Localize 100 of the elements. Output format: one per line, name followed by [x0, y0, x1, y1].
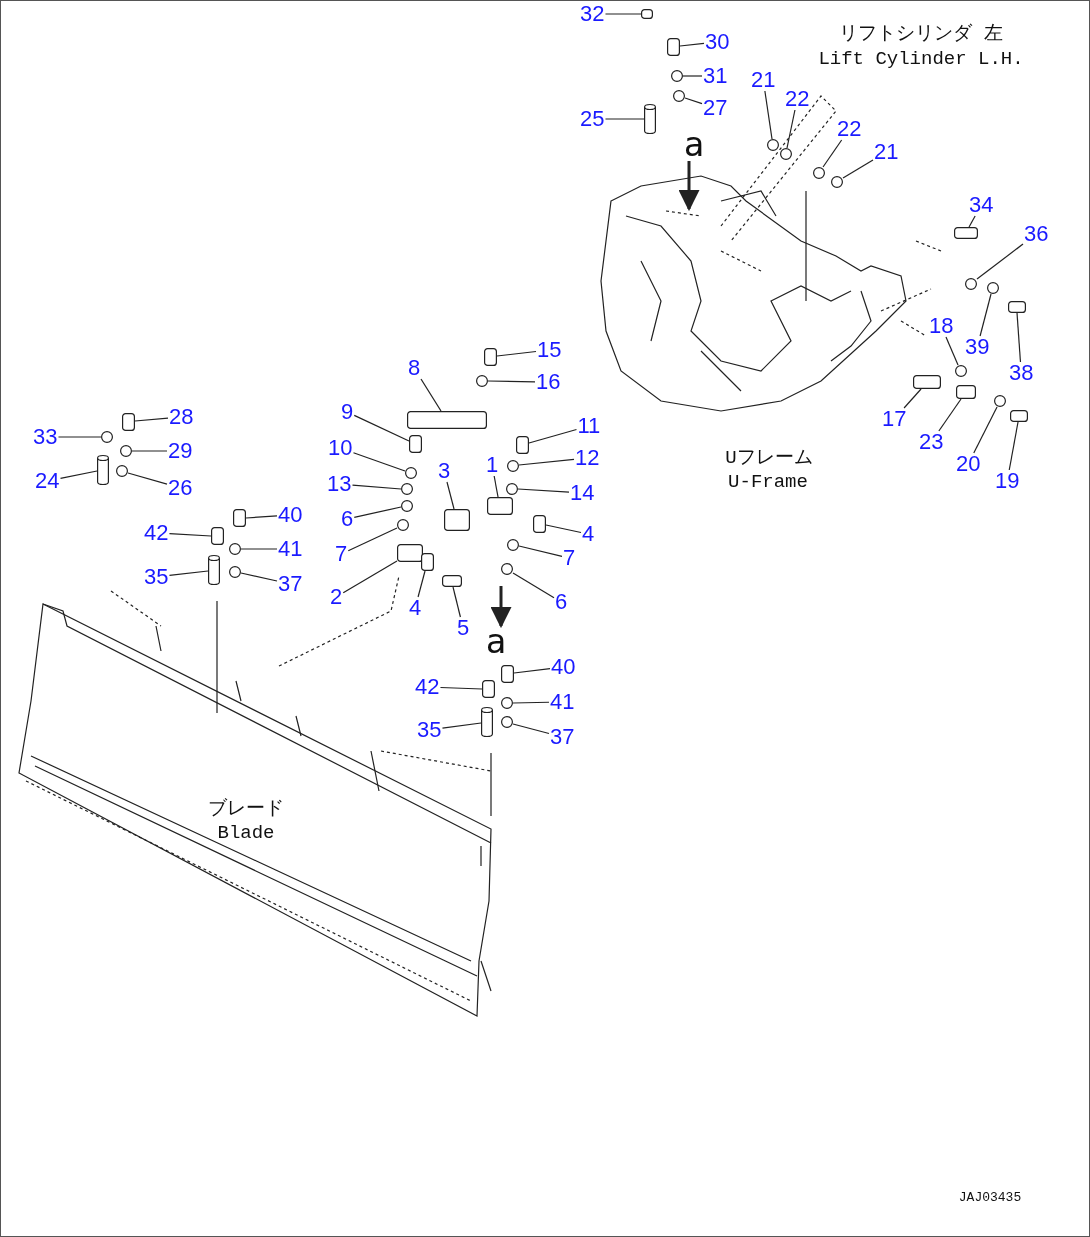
callout-number: 39: [964, 336, 991, 358]
part-drawing: [501, 563, 513, 576]
part-drawing: [1010, 410, 1029, 422]
leader-line: [417, 570, 426, 598]
callout-number: 26: [167, 477, 194, 499]
callout-number: 3: [437, 460, 452, 482]
leader-line: [682, 75, 703, 77]
leader-line: [134, 417, 169, 422]
callout-number: 14: [569, 482, 596, 504]
callout-number: 41: [277, 538, 304, 560]
callout-number: 21: [750, 69, 777, 91]
leader-line: [979, 293, 992, 337]
part-drawing: [443, 509, 470, 531]
part-drawing: [913, 375, 942, 389]
part-drawing: [409, 435, 422, 454]
part-label: リフトシリンダ 左: [839, 23, 1003, 45]
callout-number: 41: [549, 691, 576, 713]
part-drawing: [831, 175, 843, 188]
part-drawing: [673, 90, 685, 102]
leader-line: [604, 118, 645, 120]
part-drawing: [953, 227, 978, 239]
part-drawing: [406, 411, 487, 429]
callout-number: 6: [340, 508, 355, 530]
leader-line: [168, 570, 209, 577]
part-drawing: [484, 347, 497, 366]
callout-number: 32: [579, 3, 606, 25]
callout-number: 36: [1023, 223, 1050, 245]
callout-number: 2: [329, 586, 344, 608]
part-drawing: [507, 538, 519, 551]
leader-line: [452, 586, 461, 618]
leader-line: [518, 458, 575, 466]
callout-number: 7: [562, 547, 577, 569]
part-drawing: [420, 553, 434, 571]
callout-number: 34: [968, 194, 995, 216]
callout-number: 42: [143, 522, 170, 544]
part-drawing: [482, 680, 495, 699]
leader-line: [351, 484, 402, 490]
part-drawing: [101, 431, 113, 443]
callout-number: 7: [334, 543, 349, 565]
leader-line: [441, 722, 482, 729]
leader-line: [342, 560, 398, 594]
part-drawing: [954, 365, 967, 377]
part-drawing: [516, 435, 529, 454]
leader-line: [352, 452, 406, 472]
leader-line: [973, 406, 998, 454]
part-drawing: [641, 9, 653, 19]
callout-number: 23: [918, 431, 945, 453]
callout-number: 37: [549, 726, 576, 748]
callout-number: 38: [1008, 362, 1035, 384]
part-drawing: [397, 544, 423, 563]
callout-number: 5: [456, 617, 471, 639]
leader-line: [496, 350, 537, 357]
callout-number: 28: [168, 406, 195, 428]
part-drawing: [229, 543, 241, 555]
part-drawing: [766, 139, 779, 151]
part-drawing: [501, 697, 513, 710]
part-drawing: [1007, 301, 1026, 313]
leader-line: [938, 398, 962, 432]
leader-line: [679, 42, 705, 47]
leader-line: [245, 515, 278, 519]
leader-line: [512, 723, 550, 735]
callout-number: 33: [32, 426, 59, 448]
part-drawing: [401, 499, 413, 512]
part-drawing: [779, 148, 792, 160]
leader-line: [545, 524, 582, 534]
leader-line: [168, 533, 212, 537]
part-drawing: [644, 104, 656, 134]
callout-number: 31: [702, 65, 729, 87]
callout-number: 21: [873, 141, 900, 163]
callout-number: 25: [579, 108, 606, 130]
part-drawing: [120, 445, 132, 457]
part-drawing: [667, 37, 680, 56]
leader-line: [512, 701, 550, 704]
leader-line: [786, 109, 796, 149]
callout-number: 13: [326, 473, 353, 495]
callout-number: 15: [536, 339, 563, 361]
part-drawing: [476, 374, 488, 387]
leader-line: [822, 139, 843, 168]
leader-line: [842, 159, 874, 179]
part-drawing: [986, 282, 999, 294]
leader-line: [512, 572, 555, 599]
leader-line: [487, 380, 536, 383]
part-label: U-Frame: [728, 471, 808, 493]
leader-line: [240, 572, 278, 582]
leader-line: [446, 481, 455, 510]
part-drawing: [208, 555, 220, 586]
callout-number: 37: [277, 573, 304, 595]
part-drawing: [481, 707, 493, 738]
leader-line: [764, 90, 773, 140]
leader-line: [353, 506, 402, 518]
callout-number: 9: [340, 401, 355, 423]
leader-line: [684, 97, 703, 105]
callout-number: 27: [702, 97, 729, 119]
part-drawing: [501, 716, 513, 729]
leader-line: [131, 450, 168, 452]
part-drawing: [965, 277, 977, 290]
callout-number: 30: [704, 31, 731, 53]
leader-line: [347, 527, 398, 552]
callout-number: 6: [554, 591, 569, 613]
leader-line: [1008, 421, 1019, 471]
